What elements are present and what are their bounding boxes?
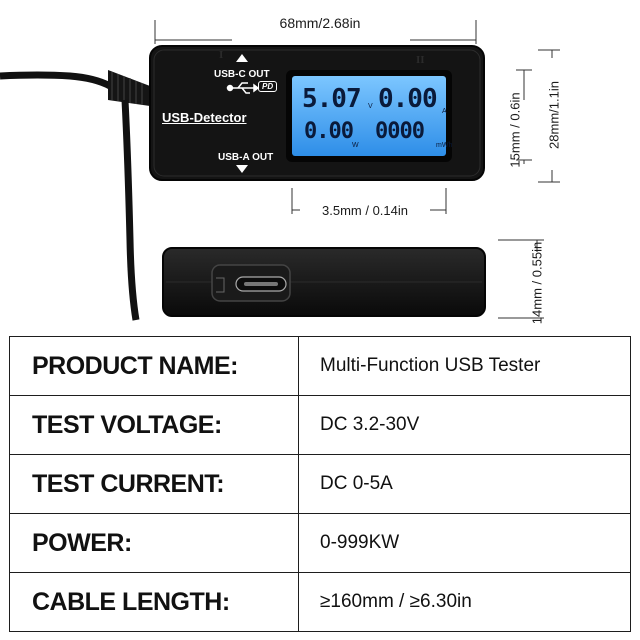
- dimension-lines: [154, 20, 560, 319]
- spec-value: 0-999KW: [298, 513, 631, 573]
- down-arrow-icon: [236, 165, 248, 173]
- lcd-voltage-reading: 5.07: [302, 84, 362, 114]
- spec-row: TEST VOLTAGE: DC 3.2-30V: [9, 395, 631, 455]
- spec-row: CABLE LENGTH: ≥160mm / ≥6.30in: [9, 572, 631, 632]
- spec-label: TEST VOLTAGE:: [9, 395, 299, 455]
- spec-value: Multi-Function USB Tester: [298, 336, 631, 396]
- lcd-power-reading: 0.00: [304, 119, 354, 144]
- pd-badge: PD: [258, 81, 278, 92]
- usb-icon: [226, 82, 260, 94]
- lcd-energy-reading: 0000: [375, 119, 425, 144]
- usb-a-out-label: USB-A OUT: [218, 152, 274, 163]
- spec-value: DC 3.2-30V: [298, 395, 631, 455]
- spec-label: TEST CURRENT:: [9, 454, 299, 514]
- cable: [0, 70, 150, 321]
- spec-row: POWER: 0-999KW: [9, 513, 631, 573]
- up-arrow-icon: [236, 54, 248, 62]
- display-height-dimension-label: 15mm / 0.6in: [507, 92, 523, 168]
- lcd-panel: [292, 76, 446, 156]
- spec-label: PRODUCT NAME:: [9, 336, 299, 396]
- lcd-unit-watts: W: [352, 142, 359, 149]
- device-drawing: [0, 20, 560, 321]
- width-dimension-label: 68mm/2.68in: [279, 15, 361, 31]
- usb-c-out-label: USB-C OUT: [214, 69, 270, 80]
- brand-label: USB-Detector: [162, 110, 247, 125]
- product-illustration: 68mm/2.68in 15mm / 0.6in 28mm/1.1in 3.5m…: [0, 15, 562, 325]
- port-one-marker: I: [219, 49, 224, 61]
- lcd-unit-mwh: mWh: [436, 142, 453, 149]
- spec-row: TEST CURRENT: DC 0-5A: [9, 454, 631, 514]
- body-height-dimension-label: 28mm/1.1in: [546, 81, 562, 149]
- port-two-marker: II: [416, 54, 425, 66]
- spec-label: POWER:: [9, 513, 299, 573]
- spec-label: CABLE LENGTH:: [9, 572, 299, 632]
- thickness-side-dimension-label: 14mm / 0.55in: [529, 241, 545, 325]
- spec-row: PRODUCT NAME: Multi-Function USB Tester: [9, 336, 631, 396]
- lcd-unit-amps: A: [442, 108, 447, 115]
- thickness-top-dimension-label: 3.5mm / 0.14in: [322, 203, 408, 218]
- spec-table: PRODUCT NAME: Multi-Function USB Tester …: [9, 336, 631, 632]
- lcd-unit-volts: V: [368, 103, 373, 110]
- spec-value: ≥160mm / ≥6.30in: [298, 572, 631, 632]
- spec-value: DC 0-5A: [298, 454, 631, 514]
- lcd-current-reading: 0.00: [378, 84, 438, 114]
